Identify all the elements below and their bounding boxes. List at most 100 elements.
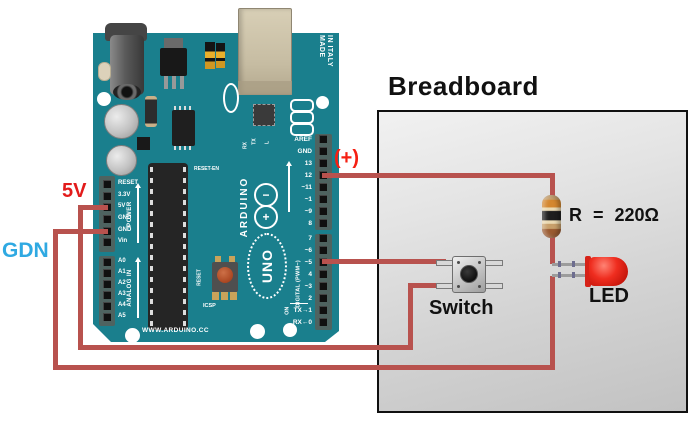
pin-label: A5	[118, 313, 126, 319]
digital-section-label: DIGITAL (PWM~)	[295, 259, 302, 308]
pin-label: ~3	[304, 283, 312, 290]
switch-leg-tl	[436, 260, 453, 266]
logo-minus: −	[262, 188, 270, 202]
icsp-pad	[230, 292, 237, 300]
l-led-label: L	[264, 140, 271, 145]
regulator-tab	[164, 38, 183, 49]
reset-button	[217, 267, 233, 283]
label-5v: 5V	[62, 180, 87, 202]
wire-5v-h1	[78, 205, 108, 210]
switch-leg-bl	[436, 283, 453, 289]
icsp-pad	[221, 292, 228, 300]
led-flange	[585, 256, 591, 287]
lead-tick	[572, 272, 575, 278]
breadboard-title: Breadboard	[388, 71, 539, 101]
pin-label: 3.3V	[118, 192, 131, 198]
switch-screw	[478, 285, 481, 288]
led-cathode-lead	[552, 274, 590, 277]
digital-top-strip	[315, 134, 332, 230]
logo-plus: +	[262, 210, 270, 224]
pin-label: 5V	[118, 203, 126, 209]
lead-tick	[572, 261, 575, 267]
pin-7	[319, 234, 327, 242]
pin-label: A2	[118, 280, 126, 286]
pin-label: A0	[118, 258, 126, 264]
pin-8	[319, 219, 327, 227]
reset-en-label: RESET-EN	[194, 166, 220, 172]
switch-button	[460, 265, 478, 283]
pin-label: 7	[308, 235, 312, 242]
regulator-leg	[172, 76, 176, 89]
tx-label: TX	[251, 138, 258, 145]
analog-arrowhead	[135, 257, 141, 262]
pin-aref	[319, 135, 327, 143]
pin-label: GND	[118, 215, 132, 221]
regulator-leg	[180, 76, 184, 89]
pin-vin	[103, 238, 111, 246]
pin-reset	[103, 180, 111, 188]
pin-a1	[103, 269, 111, 277]
capacitor-yellow	[205, 42, 215, 69]
pin-2	[319, 294, 327, 302]
atmega-chip-pins	[150, 167, 153, 326]
pin-label: AREF	[294, 136, 312, 143]
wire-gnd-v2	[550, 276, 555, 370]
pin-tx1	[319, 306, 327, 314]
soic-chip-pins	[174, 106, 193, 110]
wire-pin5-h	[322, 259, 446, 264]
pin-label: 2	[308, 295, 312, 302]
pin-label: RX←0	[292, 319, 312, 326]
pin-label: Vin	[118, 238, 128, 244]
pin-10	[319, 195, 327, 203]
pin-a3	[103, 291, 111, 299]
lead-tick	[558, 261, 561, 267]
jack-side-tab	[98, 62, 111, 81]
wire-pin12-v	[550, 173, 555, 200]
switch-leg-br	[485, 283, 503, 289]
electrolytic-cap	[106, 145, 137, 176]
label-switch: Switch	[429, 297, 494, 319]
resistor	[542, 195, 561, 238]
pin-13	[319, 159, 327, 167]
switch-screw	[478, 261, 481, 264]
label-resistor: R = 220Ω	[569, 205, 659, 225]
wire-resistor-led	[550, 233, 555, 264]
pin-3	[319, 282, 327, 290]
pin-rx0	[319, 318, 327, 326]
mounting-hole	[125, 328, 140, 343]
reset-label: RESET	[196, 269, 203, 286]
mounting-hole	[283, 323, 297, 337]
arduino-logo-plus-circle: +	[254, 205, 278, 229]
wire-5v-v2	[408, 283, 413, 350]
mounting-hole	[250, 324, 265, 339]
lead-tick	[558, 272, 561, 278]
switch-body	[452, 256, 486, 293]
pin-label: 12	[304, 172, 312, 179]
pin-label: GND	[297, 148, 312, 155]
pin-3v3	[103, 192, 111, 200]
label-gdn: GDN	[2, 239, 49, 262]
soic-chip	[172, 110, 195, 146]
wire-5v-h2	[78, 345, 413, 350]
made-in-italy: MADE IN ITALY	[318, 35, 333, 68]
icsp-label: ICSP	[203, 303, 216, 309]
power-section-label: POWER	[127, 201, 133, 227]
usb-connector-lip	[238, 81, 292, 95]
pin-label: ~5	[304, 259, 312, 266]
switch-screw	[457, 285, 460, 288]
regulator-leg	[164, 76, 168, 89]
mounting-hole	[316, 96, 329, 109]
pin-label: A3	[118, 291, 126, 297]
silk-divider	[290, 303, 308, 304]
wire-gnd-h1	[53, 229, 108, 234]
wire-5v-h3	[408, 283, 446, 288]
electrolytic-cap	[104, 104, 139, 139]
analog-arrow	[137, 262, 139, 318]
pin-gnd1	[103, 215, 111, 223]
pin-a0	[103, 258, 111, 266]
uno-oval: UNO	[247, 233, 287, 299]
oscillator-oval	[223, 83, 239, 113]
aref-pad	[290, 123, 314, 136]
switch-leg-tr	[485, 260, 503, 266]
soic-chip-pins	[174, 146, 193, 150]
